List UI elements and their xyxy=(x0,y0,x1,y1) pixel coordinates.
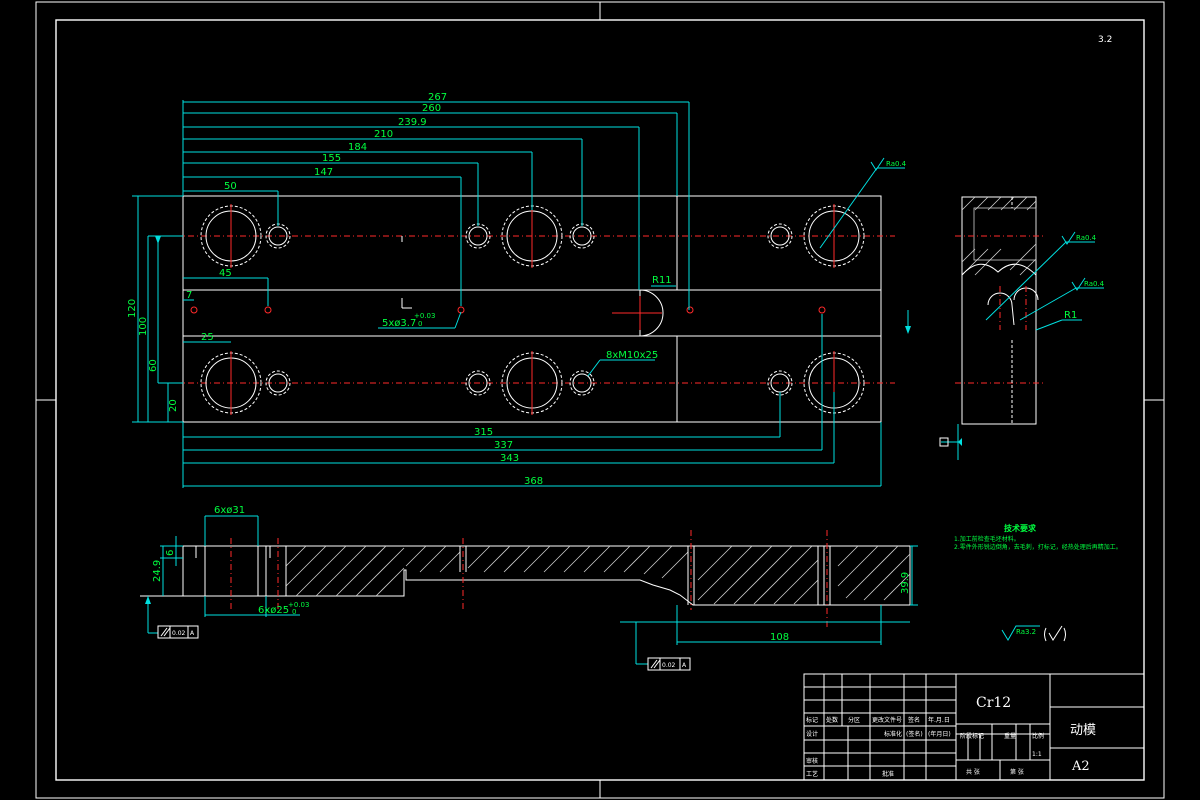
title-material: Cr12 xyxy=(976,695,1011,711)
section-note-bottom: 6xø25 xyxy=(258,605,289,616)
section-hatch xyxy=(285,545,911,605)
dim-337: 337 xyxy=(494,440,513,451)
dim-184: 184 xyxy=(348,142,367,153)
title-header-sign: 签名 xyxy=(908,716,920,724)
dim-6: 6 xyxy=(165,550,176,556)
slot-radius: R11 xyxy=(652,275,672,286)
hole-note-a: 5xø3.7 xyxy=(382,318,416,329)
general-roughness-value: Ra3.2 xyxy=(1016,628,1036,636)
left-dimensions: 120 100 60 20 xyxy=(127,195,183,423)
pin-holes xyxy=(190,296,826,330)
title-block-grid xyxy=(804,674,956,780)
dim-239-9: 239.9 xyxy=(398,117,427,128)
side-view: Ra0.4 Ra0.4 R1 xyxy=(939,196,1105,460)
title-header-mark: 标记 xyxy=(806,716,818,724)
top-view: 267 260 239.9 210 184 155 147 50 45 7 25… xyxy=(127,92,911,488)
thread-holes xyxy=(265,223,793,396)
section-view: 6xø31 6xø25 +0.03 0 24.9 6 39.9 108 xyxy=(140,505,918,671)
dim-24-9: 24.9 xyxy=(152,560,163,582)
title-review: 审核 xyxy=(806,757,818,765)
dim-60: 60 xyxy=(148,359,159,372)
top-view-notes: 5xø3.7 +0.03 0 8xM10x25 R11 Ra0.4 xyxy=(378,157,911,377)
title-approve: 批准 xyxy=(882,770,894,778)
hole-note-a-tol2: 0 xyxy=(418,320,422,328)
sheet-number: 3.2 xyxy=(1098,35,1112,45)
roughness-top: Ra0.4 xyxy=(886,160,907,168)
dim-267: 267 xyxy=(428,92,447,103)
dim-147: 147 xyxy=(314,167,333,178)
dim-39-9: 39.9 xyxy=(900,572,911,594)
title-scale: 1:1 xyxy=(1032,751,1042,758)
thread-note: 8xM10x25 xyxy=(606,350,658,361)
dim-50: 50 xyxy=(224,181,237,192)
general-roughness: Ra3.2 xyxy=(1001,625,1066,642)
title-sheet-total: 共 张 xyxy=(966,768,980,776)
technical-requirements: 技术要求 1.加工前检查毛坯材料。 2.零件外形锐边倒角，去毛刺，打标记，经热处… xyxy=(954,523,1122,551)
dim-315: 315 xyxy=(474,427,493,438)
dim-368: 368 xyxy=(524,476,543,487)
side-roughness-1: Ra0.4 xyxy=(1076,234,1097,242)
dim-100: 100 xyxy=(138,317,149,336)
dim-210: 210 xyxy=(374,129,393,140)
title-header-date: 年.月.日 xyxy=(928,716,950,724)
title-standardize: 标准化 xyxy=(884,730,902,738)
title-process: 工艺 xyxy=(806,770,818,778)
title-stage-scale: 比例 xyxy=(1032,732,1044,740)
dim-108: 108 xyxy=(770,632,789,643)
section-note-bottom-tol2: 0 xyxy=(292,608,296,616)
section-note-bottom-tol: +0.03 xyxy=(288,601,309,609)
title-date: (年月日) xyxy=(928,730,951,738)
title-header-doc: 更改文件号 xyxy=(872,716,902,724)
tech-req-line-2: 2.零件外形锐边倒角，去毛刺，打标记，经热处理后再精加工。 xyxy=(954,543,1122,551)
dim-260: 260 xyxy=(422,103,441,114)
dim-25: 25 xyxy=(201,332,214,343)
section-note-top: 6xø31 xyxy=(214,505,245,516)
title-stage-mark: 阶段标记 xyxy=(960,732,984,740)
tolerance-1-value: 0.02 xyxy=(172,630,186,637)
title-header-count: 处数 xyxy=(826,716,838,724)
bottom-dimensions: 315 337 343 368 xyxy=(182,314,882,488)
title-stage-weight: 重量 xyxy=(1004,732,1016,740)
sheet-frame: 3.2 xyxy=(35,1,1165,799)
dim-7: 7 xyxy=(186,290,192,301)
dim-343: 343 xyxy=(500,453,519,464)
title-block: 标记 处数 分区 更改文件号 签名 年.月.日 设计 标准化 (签名) (年月日… xyxy=(803,673,1145,781)
side-annotations: Ra0.4 Ra0.4 R1 xyxy=(939,231,1105,460)
tech-req-title: 技术要求 xyxy=(1004,523,1037,533)
tolerance-frame-2: 0.02 A xyxy=(636,657,691,671)
title-sheet-size: A2 xyxy=(1071,759,1090,774)
dim-45: 45 xyxy=(219,268,232,279)
big-holes xyxy=(200,204,865,415)
title-header-zone: 分区 xyxy=(848,716,860,724)
tech-req-line-1: 1.加工前检查毛坯材料。 xyxy=(954,535,1020,543)
dim-120: 120 xyxy=(127,299,138,318)
tolerance-1-datum: A xyxy=(190,630,195,637)
dim-20: 20 xyxy=(168,399,179,412)
title-design: 设计 xyxy=(806,730,818,738)
hole-note-a-tol: +0.03 xyxy=(414,312,435,320)
tolerance-frame-1: 0.02 A xyxy=(145,596,199,639)
tolerance-2-value: 0.02 xyxy=(662,662,676,669)
section-dimensions: 6xø31 6xø25 +0.03 0 24.9 6 39.9 108 xyxy=(152,505,918,664)
title-part-name: 动模 xyxy=(1070,723,1096,738)
title-sheet-index: 第 张 xyxy=(1010,768,1024,776)
title-signature: (签名) xyxy=(906,730,923,738)
tolerance-2-datum: A xyxy=(682,662,687,669)
top-dimensions: 267 260 239.9 210 184 155 147 50 45 7 25 xyxy=(182,92,690,343)
side-roughness-2: Ra0.4 xyxy=(1084,280,1105,288)
side-radius: R1 xyxy=(1064,310,1077,321)
dim-155: 155 xyxy=(322,153,341,164)
